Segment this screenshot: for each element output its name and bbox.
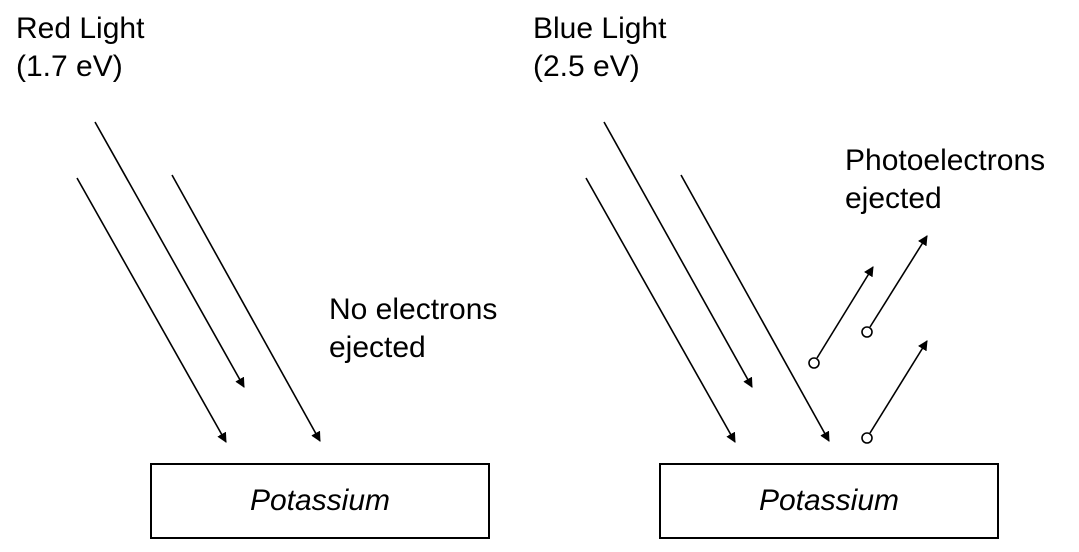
right-potassium-plate: Potassium xyxy=(659,463,999,539)
red-light-energy: (1.7 eV) xyxy=(16,50,123,83)
no-electrons-line2: ejected xyxy=(329,331,426,364)
red-ray-2 xyxy=(76,177,227,443)
photoelectron-track-1 xyxy=(816,266,874,359)
electron-2 xyxy=(861,326,873,338)
red-ray-3 xyxy=(171,174,321,442)
electron-3 xyxy=(861,432,873,444)
left-potassium-plate: Potassium xyxy=(150,463,490,539)
red-light-label: Red Light (1.7 eV) xyxy=(16,10,144,86)
blue-light-energy: (2.5 eV) xyxy=(533,50,640,83)
blue-ray-3 xyxy=(680,174,830,442)
blue-light-name: Blue Light xyxy=(533,12,667,45)
no-electrons-line1: No electrons xyxy=(329,293,498,326)
right-potassium-label: Potassium xyxy=(758,484,900,517)
photoelectrons-line1: Photoelectrons xyxy=(845,144,1046,177)
electron-1 xyxy=(808,357,820,369)
red-light-name: Red Light xyxy=(16,12,145,45)
blue-light-label: Blue Light (2.5 eV) xyxy=(533,10,666,86)
photoelectrons-label: Photoelectrons ejected xyxy=(845,142,1045,218)
photoelectron-track-3 xyxy=(869,340,928,434)
red-ray-1 xyxy=(94,121,245,388)
left-potassium-label: Potassium xyxy=(249,484,391,517)
blue-ray-2 xyxy=(585,177,736,443)
blue-ray-1 xyxy=(603,121,753,388)
no-electrons-label: No electrons ejected xyxy=(329,291,497,367)
photoelectron-track-2 xyxy=(869,235,928,328)
photoelectrons-line2: ejected xyxy=(845,182,942,215)
